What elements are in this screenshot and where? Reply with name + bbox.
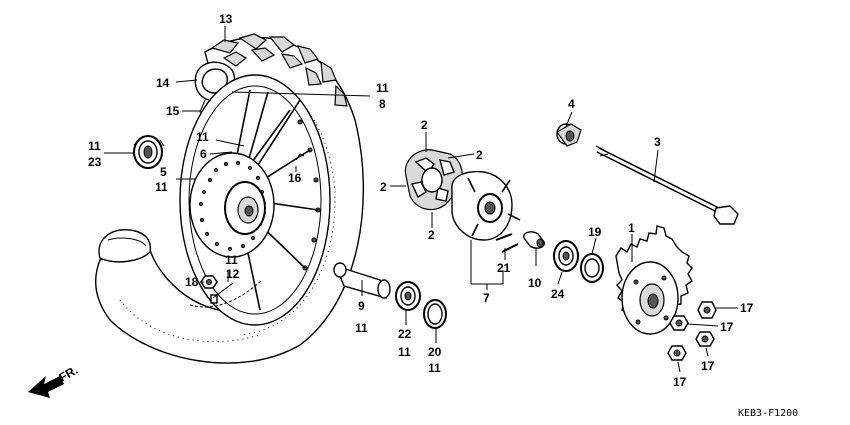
tire-tread xyxy=(210,33,348,107)
bearing-23 xyxy=(133,135,165,169)
bearing-24 xyxy=(553,240,579,272)
callout-2: 2 xyxy=(380,180,387,194)
callout-11: 11 xyxy=(88,139,101,153)
nut-17a xyxy=(697,301,717,319)
callout-24: 24 xyxy=(551,287,565,301)
callouts: 13 14 15 11 8 11 23 11 6 5 11 16 11 12 1… xyxy=(88,12,754,389)
callout-11: 11 xyxy=(398,345,411,359)
callout-1: 1 xyxy=(628,221,635,235)
callout-18: 18 xyxy=(185,275,199,289)
front-direction-arrow: FR. xyxy=(28,363,80,398)
callout-5: 5 xyxy=(160,165,167,179)
rim-band xyxy=(189,279,263,308)
callout-7: 7 xyxy=(483,291,490,305)
leader-lines xyxy=(104,26,738,373)
callout-11: 11 xyxy=(376,81,389,95)
callout-14: 14 xyxy=(156,76,170,90)
oil-seal-19 xyxy=(580,253,604,283)
diagram-code: KEB3-F1200 xyxy=(738,408,798,419)
callout-17: 17 xyxy=(740,301,754,315)
callout-23: 23 xyxy=(88,155,102,169)
callout-20: 20 xyxy=(428,345,442,359)
callout-6: 6 xyxy=(200,147,207,161)
collar-10 xyxy=(523,231,545,249)
driven-flange xyxy=(451,170,521,253)
callout-19: 19 xyxy=(588,225,602,239)
callout-17: 17 xyxy=(701,359,715,373)
nut-17d xyxy=(667,345,687,361)
callout-10: 10 xyxy=(528,276,542,290)
damper-rubbers xyxy=(404,149,463,211)
collar-4 xyxy=(556,123,582,147)
callout-3: 3 xyxy=(654,135,661,149)
driven-sprocket xyxy=(615,225,693,335)
callout-8: 8 xyxy=(379,97,386,111)
callout-11: 11 xyxy=(355,321,368,335)
callout-16: 16 xyxy=(288,171,302,185)
callout-4: 4 xyxy=(568,97,575,111)
callout-12: 12 xyxy=(226,267,240,281)
nut-17c xyxy=(695,331,715,347)
callout-2: 2 xyxy=(428,228,435,242)
bearing-22 xyxy=(395,281,421,311)
callout-2: 2 xyxy=(476,148,483,162)
oil-seal-20 xyxy=(423,299,447,329)
callout-2: 2 xyxy=(421,118,428,132)
collar-9 xyxy=(333,262,391,300)
nut-17b xyxy=(669,315,689,331)
callout-15: 15 xyxy=(166,104,180,118)
callout-22: 22 xyxy=(398,327,412,341)
callout-9: 9 xyxy=(358,299,365,313)
callout-13: 13 xyxy=(219,12,233,26)
callout-11: 11 xyxy=(428,361,441,375)
callout-21: 21 xyxy=(497,261,511,275)
callout-11: 11 xyxy=(225,253,238,267)
flange-studs xyxy=(467,177,521,237)
axle xyxy=(595,145,739,225)
rim-and-spokes xyxy=(179,74,331,326)
callout-11: 11 xyxy=(155,180,168,194)
brake-disc-holes xyxy=(198,160,266,252)
callout-11: 11 xyxy=(196,130,209,144)
callout-17: 17 xyxy=(673,375,687,389)
callout-17: 17 xyxy=(720,320,734,334)
